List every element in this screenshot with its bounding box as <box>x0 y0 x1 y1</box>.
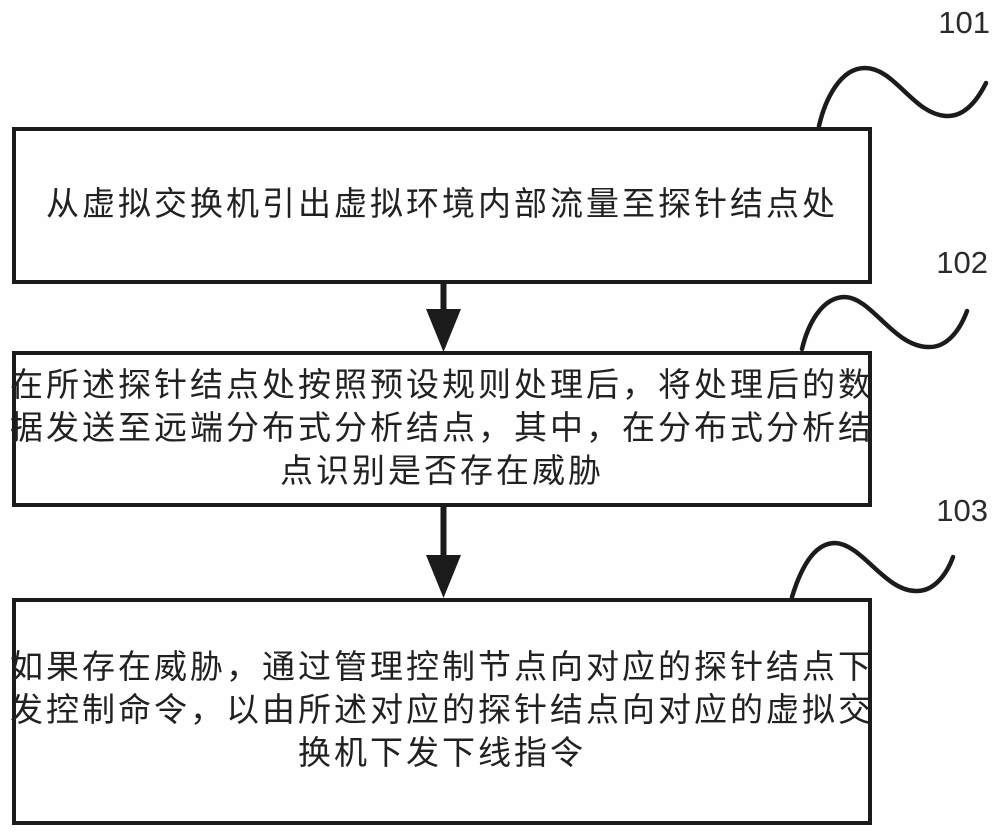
step-text-line: 换机下发下线指令 <box>298 736 586 772</box>
flow-arrow-1 <box>426 283 461 352</box>
ref-squiggle-103 <box>789 540 956 600</box>
ref-label-102: 102 <box>936 245 988 280</box>
step-text-line: 如果存在威胁，通过管理控制节点向对应的探针结点下 <box>10 650 874 686</box>
flow-arrow-2 <box>426 505 461 598</box>
step-box-103: 如果存在威胁，通过管理控制节点向对应的探针结点下 发控制命令，以由所述对应的探针… <box>10 598 874 825</box>
ref-label-101: 101 <box>938 5 990 40</box>
step-text-line: 发控制命令，以由所述对应的探针结点向对应的虚拟交 <box>10 693 874 729</box>
ref-squiggle-101 <box>816 65 989 129</box>
step-box-102: 在所述探针结点处按照预设规则处理后，将处理后的数 据发送至远端分布式分析结点，其… <box>10 351 874 507</box>
step-box-101: 从虚拟交换机引出虚拟环境内部流量至探针结点处 <box>12 127 872 284</box>
step-text-line: 在所述探针结点处按照预设规则处理后，将处理后的数 <box>10 367 874 404</box>
ref-label-103: 103 <box>936 493 988 528</box>
step-text-line: 点识别是否存在威胁 <box>280 453 604 490</box>
ref-squiggle-102 <box>799 294 970 352</box>
step-text-line: 据发送至远端分布式分析结点，其中，在分布式分析结 <box>10 410 874 447</box>
step-text-line: 从虚拟交换机引出虚拟环境内部流量至探针结点处 <box>46 187 838 223</box>
